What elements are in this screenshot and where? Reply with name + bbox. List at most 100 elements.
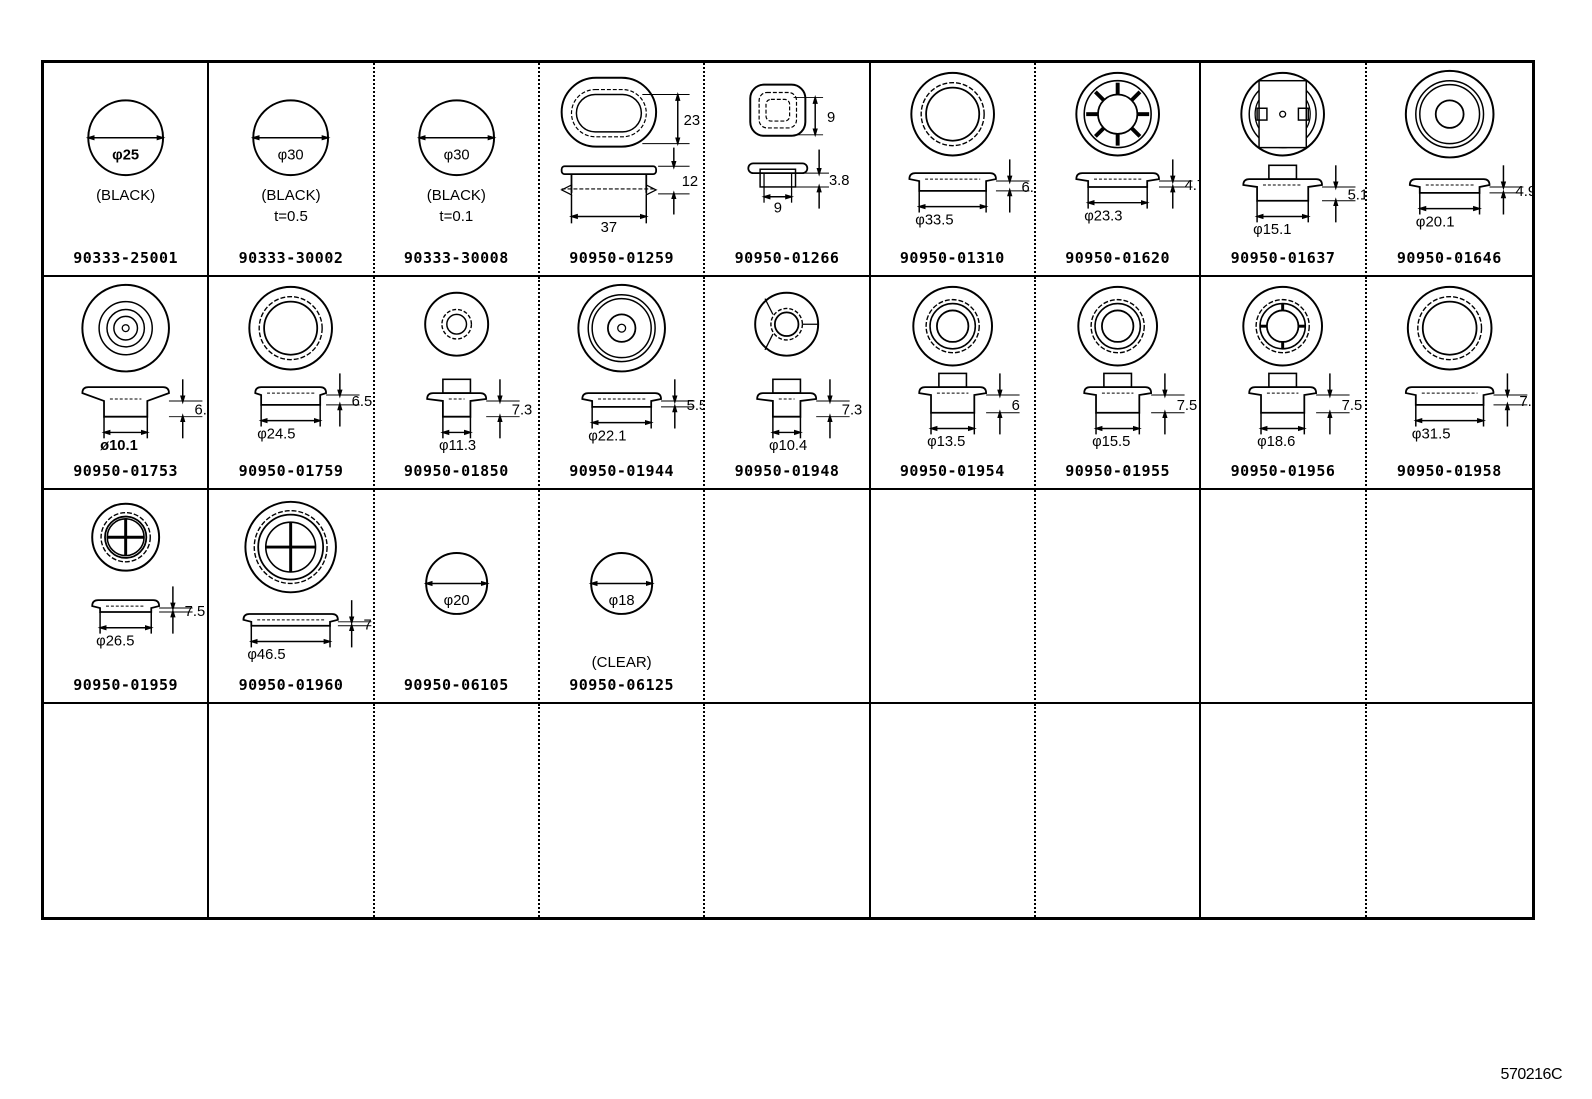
part-number: 90950-01259 [569, 248, 675, 267]
part-number: 90950-01958 [1396, 462, 1502, 480]
svg-text:7.5: 7.5 [1519, 393, 1532, 409]
svg-text:9: 9 [827, 110, 835, 126]
svg-text:6: 6 [1011, 397, 1019, 413]
svg-text:5.5: 5.5 [687, 397, 704, 413]
svg-text:5.1: 5.1 [1348, 188, 1365, 204]
svg-text:φ30: φ30 [278, 147, 304, 163]
empty-cell [44, 703, 210, 917]
svg-text:φ15.5: φ15.5 [1092, 434, 1130, 450]
part-cell: φ10.4 7.3 90950-01948 [705, 276, 871, 490]
empty-cell [375, 703, 540, 917]
empty-cell [540, 703, 706, 917]
part-number: 90950-01956 [1230, 462, 1336, 480]
part-cell: φ25(BLACK)90333-25001 [44, 63, 210, 277]
part-number: 90333-30002 [238, 248, 344, 267]
illustration-code: 570216C [1500, 1066, 1563, 1083]
part-cell: φ13.5 6 90950-01954 [870, 276, 1036, 490]
empty-cell [1201, 490, 1367, 704]
empty-cell [871, 703, 1036, 917]
part-number: 90950-01753 [73, 462, 179, 480]
svg-text:7.5: 7.5 [1177, 397, 1198, 413]
svg-text:φ31.5: φ31.5 [1411, 426, 1450, 442]
svg-text:φ11.3: φ11.3 [439, 438, 476, 454]
empty-cell [1035, 490, 1202, 704]
part-number: 90950-01959 [73, 675, 179, 694]
empty-cell [1366, 490, 1532, 704]
part-number: 90950-01266 [734, 248, 840, 267]
part-number: 90950-01960 [238, 675, 344, 694]
svg-text:4.9: 4.9 [1515, 184, 1532, 200]
part-number: 90950-06125 [569, 675, 675, 694]
svg-text:7.3: 7.3 [511, 402, 532, 418]
part-cell: φ26.5 7.5 90950-01959 [44, 490, 210, 704]
part-number: 90950-01646 [1396, 248, 1502, 267]
svg-text:φ30: φ30 [443, 147, 469, 163]
part-number: 90950-06105 [403, 675, 509, 694]
empty-cell [705, 490, 871, 704]
svg-text:φ46.5: φ46.5 [248, 647, 286, 663]
svg-text:7.3: 7.3 [842, 402, 863, 418]
part-note: t=0.1 [439, 208, 474, 225]
part-cell: φ30 (BLACK) t=0.1 90333-30008 [374, 63, 540, 277]
part-cell: φ20 90950-06105 [374, 490, 540, 704]
part-note: t=0.5 [274, 208, 308, 225]
svg-text:ø10.1: ø10.1 [100, 438, 138, 454]
svg-text:37: 37 [601, 220, 617, 236]
part-number: 90950-01850 [403, 462, 509, 480]
svg-text:φ18.6: φ18.6 [1257, 434, 1295, 450]
svg-text:3.8: 3.8 [829, 173, 850, 189]
part-cell: φ22.1 5.5 90950-01944 [539, 276, 706, 490]
svg-text:φ20: φ20 [443, 593, 469, 609]
part-number: 90950-01954 [899, 462, 1005, 480]
part-cell: φ31.5 7.5 90950-01958 [1366, 277, 1532, 490]
part-cell: φ15.1 5.1 90950-01637 [1201, 63, 1367, 277]
part-note: (BLACK) [426, 187, 486, 204]
part-cell: φ23.3 4.7 90950-01620 [1035, 63, 1202, 277]
svg-text:φ33.5: φ33.5 [915, 212, 953, 228]
part-number: 90950-01620 [1065, 248, 1171, 267]
svg-text:φ24.5: φ24.5 [258, 426, 296, 442]
part-cell: ø10.1 6.1 90950-01753 [44, 276, 210, 490]
svg-text:12: 12 [682, 174, 698, 190]
part-cell: φ11.3 7.3 90950-01850 [374, 276, 540, 490]
part-note: (BLACK) [261, 187, 321, 204]
part-number: 90333-30008 [403, 248, 509, 267]
part-number: 90950-01948 [734, 462, 840, 480]
part-number: 90950-01759 [238, 462, 344, 480]
svg-text:φ22.1: φ22.1 [588, 428, 626, 444]
svg-text:4.7: 4.7 [1185, 178, 1200, 194]
empty-cell [209, 703, 375, 917]
empty-cell [870, 490, 1036, 704]
svg-text:6.5: 6.5 [352, 393, 373, 409]
empty-cell [1367, 704, 1532, 918]
svg-text:φ23.3: φ23.3 [1084, 208, 1122, 224]
svg-text:φ13.5: φ13.5 [927, 434, 965, 450]
part-number: 90950-01637 [1230, 248, 1336, 267]
part-number: 90950-01944 [569, 462, 675, 480]
svg-text:φ15.1: φ15.1 [1253, 222, 1291, 238]
svg-text:7.5: 7.5 [1342, 397, 1363, 413]
part-note: (CLEAR) [591, 654, 652, 671]
part-number: 90333-25001 [73, 248, 179, 267]
svg-text:φ20.1: φ20.1 [1415, 214, 1454, 230]
svg-text:6.1: 6.1 [195, 402, 208, 418]
part-number: 90950-01955 [1065, 462, 1171, 480]
part-cell: φ18(CLEAR)90950-06125 [539, 490, 706, 704]
svg-text:9: 9 [774, 201, 782, 217]
svg-text:7.5: 7.5 [185, 604, 206, 620]
empty-cell [1036, 703, 1202, 917]
empty-cell [705, 703, 871, 917]
part-note: (BLACK) [96, 187, 156, 204]
empty-cell [1201, 703, 1367, 917]
svg-text:φ10.4: φ10.4 [769, 438, 807, 454]
part-cell: φ30 (BLACK) t=0.5 90333-30002 [209, 63, 375, 277]
part-cell: φ24.5 6.5 90950-01759 [209, 276, 375, 490]
part-cell: φ20.1 4.9 90950-01646 [1366, 63, 1532, 277]
part-cell: φ18.6 7.5 90950-01956 [1201, 276, 1367, 490]
svg-text:φ26.5: φ26.5 [96, 633, 134, 649]
part-cell: 9 9 3.8 90950-01266 [705, 63, 871, 277]
